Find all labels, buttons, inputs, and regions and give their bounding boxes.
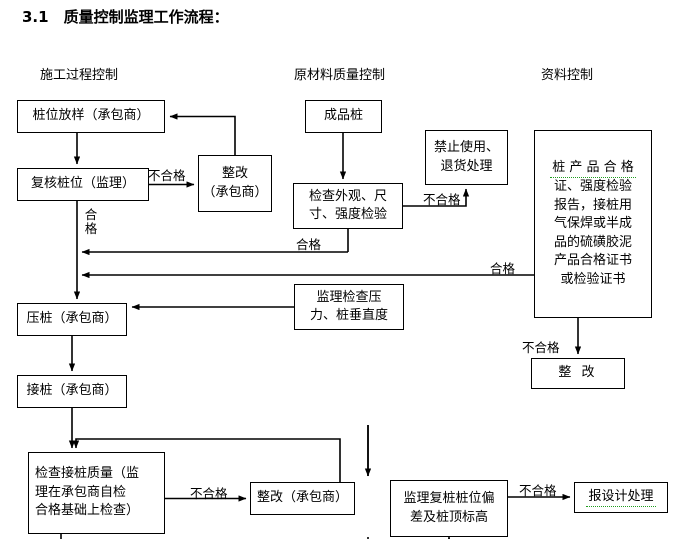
node-press-pile[interactable]: 压桩（承包商） <box>17 303 127 336</box>
node-monitor-pressure-line-2: 力、桩垂直度 <box>309 308 388 323</box>
node-press-pile-label: 压桩（承包商） <box>26 311 118 327</box>
node-recheck-deviation[interactable]: 监理复桩桩位偏 差及桩顶标高 <box>390 480 508 537</box>
node-pile-setout-label: 桩位放样（承包商） <box>32 108 150 124</box>
node-rectify-general[interactable]: 整 改 <box>531 358 625 389</box>
edge-label-recheck-pass: 合格 <box>84 207 98 237</box>
node-pile-certificates-line-7: 或检验证书 <box>560 271 626 287</box>
node-rectify-contractor-2[interactable]: 整改（承包商） <box>250 482 355 515</box>
node-rectify-contractor-2-label: 整改（承包商） <box>256 490 348 506</box>
node-splice-pile[interactable]: 接桩（承包商） <box>17 375 127 408</box>
node-rectify-contractor-1[interactable]: 整改 （承包商） <box>198 155 272 212</box>
edge-label-documents-pass: 合格 <box>490 261 516 276</box>
node-inspect-appearance[interactable]: 检查外观、尺 寸、强度检验 <box>293 183 403 229</box>
edge-label-inspect-pass: 合格 <box>296 237 322 252</box>
node-monitor-pressure-line-1: 监理检查压 <box>316 289 382 305</box>
node-pile-certificates-line-2: 证、强度检验 <box>553 179 632 195</box>
edge-label-recheck-fail: 不合格 <box>148 168 186 183</box>
node-check-splice-quality-line-2: 理在承包商自检 <box>35 484 127 500</box>
node-report-design[interactable]: 报设计处理 <box>574 482 668 513</box>
node-inspect-appearance-line-2: 寸、强度检验 <box>308 207 387 222</box>
node-monitor-pressure[interactable]: 监理检查压 力、桩垂直度 <box>294 284 404 330</box>
node-pile-certificates-line-6: 产品合格证书 <box>553 253 632 269</box>
node-pile-certificates-line-4: 气保焊或半成 <box>553 216 632 232</box>
edge-label-splice-fail: 不合格 <box>190 486 228 501</box>
node-recheck-pile[interactable]: 复核桩位（监理） <box>17 168 149 201</box>
column-header-documents: 资料控制 <box>541 68 594 83</box>
node-recheck-pile-label: 复核桩位（监理） <box>30 176 135 192</box>
node-rectify-contractor-1-line-1: 整改 <box>221 166 248 182</box>
node-pile-certificates-line-3: 报告，接桩用 <box>553 197 632 213</box>
node-pile-certificates-line-5: 品的硫磺胶泥 <box>553 234 632 250</box>
node-pile-certificates-line-1: 桩 产 品 合 格 <box>550 159 636 179</box>
node-forbid-use[interactable]: 禁止使用、 退货处理 <box>425 130 508 185</box>
node-rectify-general-label: 整 改 <box>558 365 598 381</box>
node-pile-setout[interactable]: 桩位放样（承包商） <box>17 100 165 133</box>
node-forbid-use-line-1: 禁止使用、 <box>433 140 499 156</box>
node-inspect-appearance-line-1: 检查外观、尺 <box>308 188 387 204</box>
edge-label-inspect-fail: 不合格 <box>423 192 461 207</box>
node-finished-pile-label: 成品桩 <box>323 108 363 124</box>
node-check-splice-quality-line-3: 合格基础上检查） <box>35 503 140 519</box>
page-title: 3.1 质量控制监理工作流程： <box>22 8 229 26</box>
edge-label-documents-fail: 不合格 <box>522 340 560 355</box>
node-recheck-deviation-line-2: 差及桩顶标高 <box>409 509 488 525</box>
edge-label-deviation-fail: 不合格 <box>519 483 557 498</box>
node-pile-certificates[interactable]: 桩 产 品 合 格 证、强度检验 报告，接桩用 气保焊或半成 品的硫磺胶泥 产品… <box>534 130 652 318</box>
node-rectify-contractor-1-line-2: （承包商） <box>202 184 268 200</box>
column-header-raw-material: 原材料质量控制 <box>294 68 386 83</box>
node-recheck-deviation-line-1: 监理复桩桩位偏 <box>403 491 495 507</box>
column-header-construction-process: 施工过程控制 <box>40 68 119 83</box>
node-finished-pile[interactable]: 成品桩 <box>305 100 382 133</box>
node-check-splice-quality-line-1: 检查接桩质量（监 <box>35 466 140 482</box>
node-check-splice-quality[interactable]: 检查接桩质量（监 理在承包商自检 合格基础上检查） <box>28 452 165 534</box>
node-splice-pile-label: 接桩（承包商） <box>26 383 118 399</box>
node-report-design-label: 报设计处理 <box>586 488 656 508</box>
node-forbid-use-line-2: 退货处理 <box>440 158 493 174</box>
